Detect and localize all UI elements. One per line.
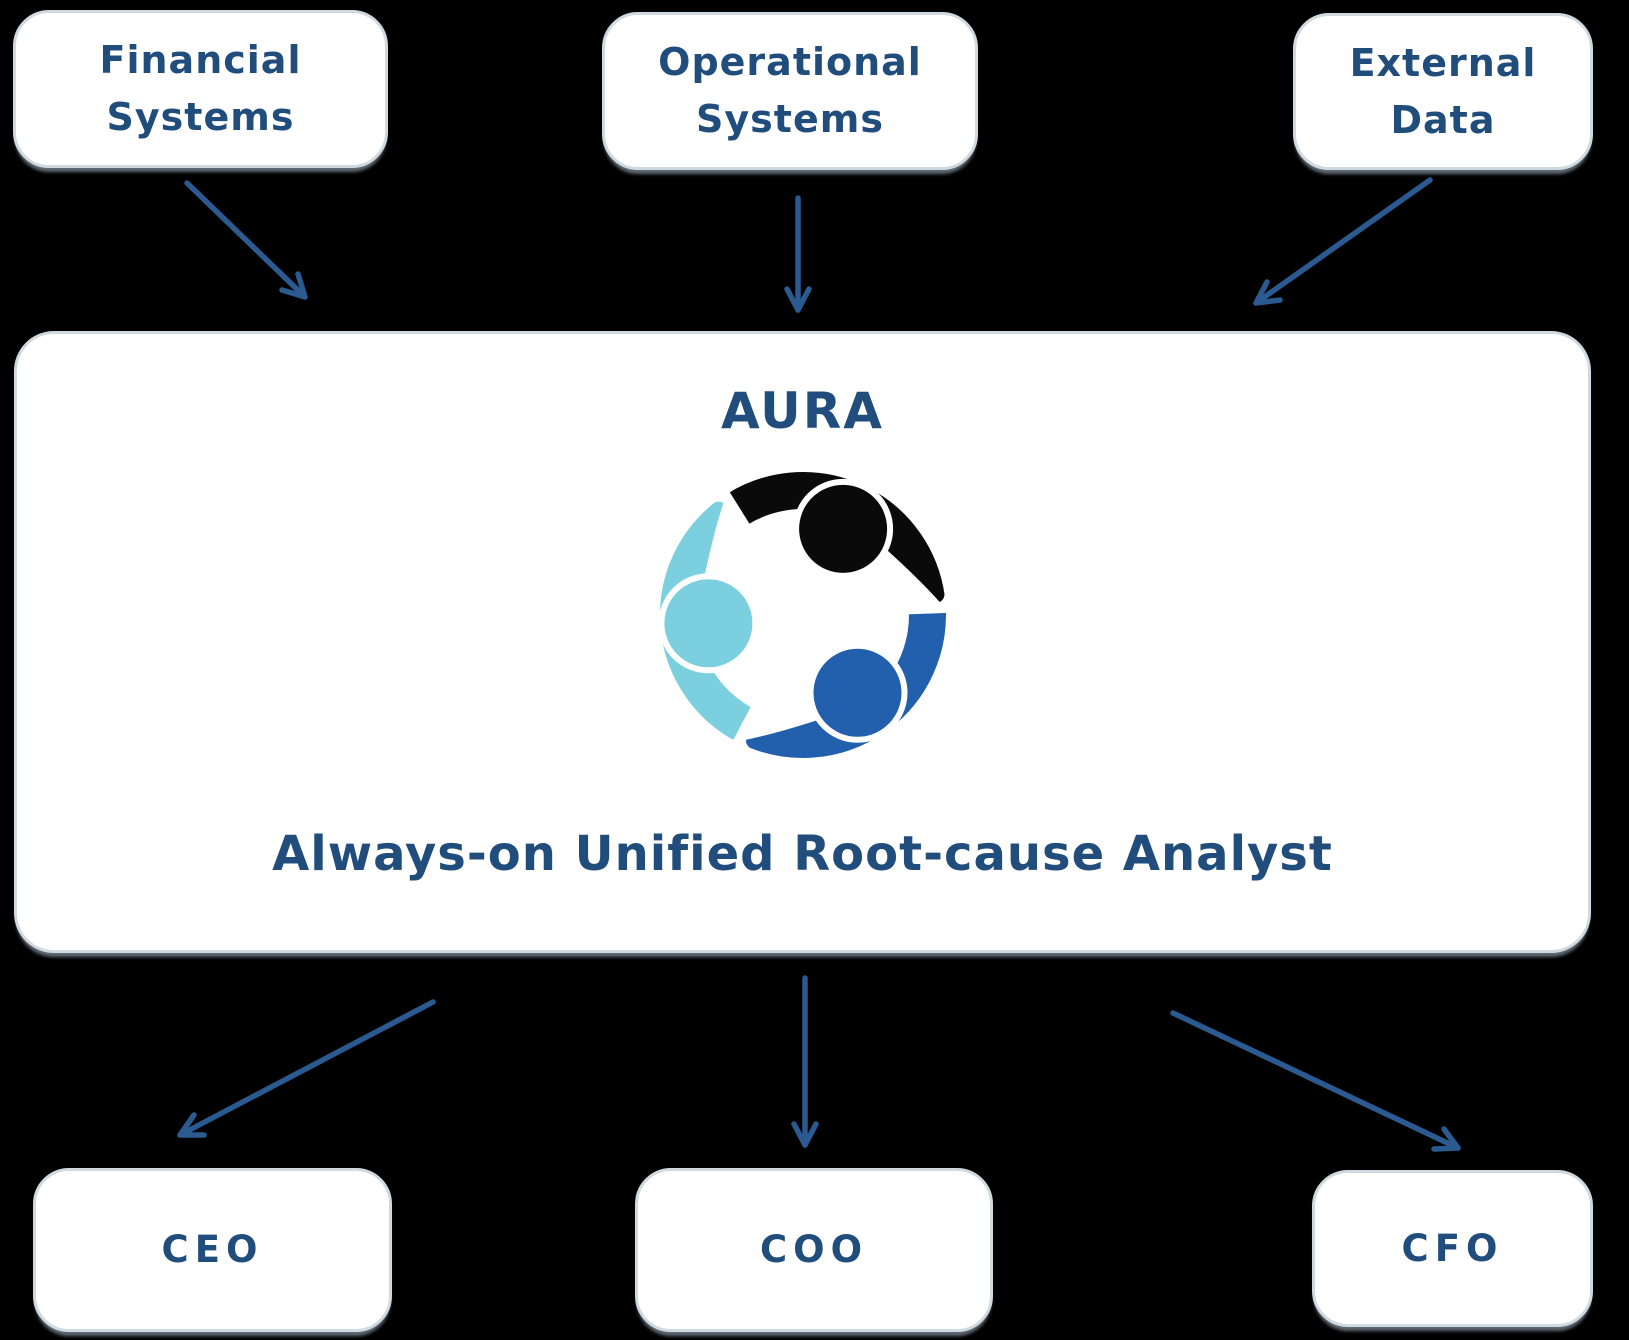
arrow-financial-to-aura — [184, 180, 308, 300]
arrow-aura-to-ceo — [177, 999, 436, 1138]
node-operational-systems-label: Operational Systems — [658, 40, 922, 141]
node-cfo: CFO — [1312, 1170, 1593, 1327]
node-financial-systems-label: Financial Systems — [99, 38, 302, 139]
node-financial-systems: Financial Systems — [13, 10, 388, 168]
logo-head-cyan — [658, 573, 759, 674]
logo-head-blue — [807, 642, 908, 743]
arrow-aura-to-cfo — [1170, 1010, 1461, 1152]
arrow-external-to-aura — [1253, 177, 1433, 306]
node-coo: COO — [635, 1168, 993, 1332]
node-ceo: CEO — [33, 1168, 392, 1332]
node-cfo-label: CFO — [1401, 1226, 1504, 1270]
arrow-operational-to-aura — [784, 195, 812, 313]
aura-tagline: Always-on Unified Root-cause Analyst — [272, 826, 1333, 882]
arrow-aura-to-coo — [791, 975, 819, 1148]
aura-title: AURA — [721, 382, 884, 440]
node-operational-systems: Operational Systems — [602, 12, 978, 170]
node-external-data-label: External Data — [1349, 40, 1537, 142]
node-aura: AURA Always-on Unified Root-cause Analys… — [14, 331, 1591, 953]
node-ceo-label: CEO — [161, 1228, 264, 1272]
logo-head-black — [793, 478, 894, 579]
node-external-data: External Data — [1293, 13, 1593, 170]
node-coo-label: COO — [759, 1228, 869, 1272]
three-people-circle-icon — [653, 465, 953, 765]
